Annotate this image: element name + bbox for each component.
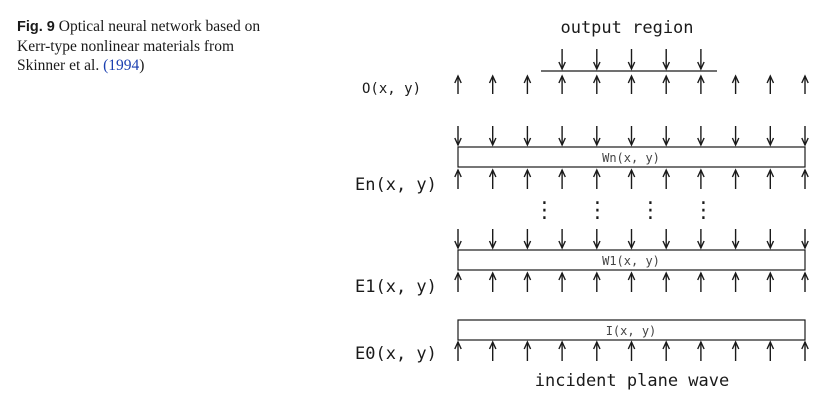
output-region-down-arrow-7 — [697, 49, 705, 71]
incident-up-arrow-4 — [592, 340, 601, 361]
layer-n-up-arrow-1 — [488, 168, 497, 189]
weight-layer-n-label: Wn(x, y) — [602, 151, 660, 165]
incident-plane-wave-label: incident plane wave — [535, 371, 729, 391]
layer-n-up-arrow-7 — [697, 168, 705, 189]
incident-up-arrow-1 — [488, 340, 497, 361]
output-region-down-arrow-3 — [558, 49, 566, 71]
layer-n-up-arrow-8 — [731, 168, 740, 189]
incident-up-arrow-8 — [731, 340, 740, 361]
output-field-label: O(x, y) — [362, 81, 421, 97]
layer-n-down-arrow-4 — [592, 126, 601, 147]
citation-year-link[interactable]: 1994 — [108, 57, 140, 74]
output-up-arrow-9 — [766, 74, 775, 94]
arrow-rows — [454, 49, 809, 361]
layer-1-down-arrow-8 — [731, 229, 740, 250]
layer-n-down-arrow-6 — [662, 126, 671, 147]
layer-1-up-arrow-5 — [627, 271, 636, 292]
output-region-label: output region — [560, 18, 693, 38]
caption-text: Optical neural network based on Kerr-typ… — [17, 18, 261, 74]
weight-layer-1-label: W1(x, y) — [602, 254, 660, 268]
layer-1-down-arrow-6 — [662, 229, 671, 250]
layer-1-down-arrow-3 — [558, 229, 566, 250]
layer-1-up-arrow-3 — [558, 271, 566, 292]
output-up-arrow-6 — [662, 74, 671, 94]
output-up-arrow-3 — [558, 74, 566, 94]
incident-up-arrow-2 — [523, 340, 532, 361]
layer-1-down-arrow-2 — [523, 229, 532, 250]
layer-n-down-arrow-9 — [766, 126, 775, 147]
output-up-arrow-2 — [523, 74, 532, 94]
incident-up-arrow-9 — [766, 340, 775, 361]
weight-layer-n-box — [457, 146, 806, 168]
output-up-arrow-8 — [731, 74, 740, 94]
layer-1-up-arrow-10 — [801, 271, 809, 292]
layer-1-down-arrow-4 — [592, 229, 601, 250]
layer-1-field-label: E1(x, y) — [355, 277, 437, 297]
layer-n-up-arrow-9 — [766, 168, 775, 189]
layer-1-up-arrow-2 — [523, 271, 532, 292]
incident-up-arrow-6 — [662, 340, 671, 361]
layer-n-up-arrow-5 — [627, 168, 636, 189]
layer-1-down-arrow-0 — [454, 229, 462, 250]
incident-up-arrow-0 — [454, 340, 462, 361]
output-region-down-arrow-6 — [662, 49, 671, 71]
layer-1-down-arrow-7 — [697, 229, 705, 250]
layer-ellipsis: ⋮ ⋮ ⋮ ⋮ — [534, 198, 727, 223]
weight-layer-1-box — [457, 249, 806, 271]
layer-1-up-arrow-6 — [662, 271, 671, 292]
layer-1-up-arrow-8 — [731, 271, 740, 292]
output-region-down-arrow-4 — [592, 49, 601, 71]
incident-up-arrow-7 — [697, 340, 705, 361]
layer-1-down-arrow-9 — [766, 229, 775, 250]
layer-1-up-arrow-9 — [766, 271, 775, 292]
figure-caption: Fig. 9 Optical neural network based on K… — [17, 17, 262, 75]
layer-n-up-arrow-6 — [662, 168, 671, 189]
layer-1-up-arrow-0 — [454, 271, 462, 292]
output-up-arrow-7 — [697, 74, 705, 94]
layer-1-up-arrow-4 — [592, 271, 601, 292]
layer-n-down-arrow-8 — [731, 126, 740, 147]
layer-1-down-arrow-1 — [488, 229, 497, 250]
layer-1-down-arrow-10 — [801, 229, 809, 250]
layer-n-down-arrow-7 — [697, 126, 705, 147]
output-up-arrow-0 — [454, 74, 462, 94]
input-layer-label: I(x, y) — [606, 324, 657, 338]
output-up-arrow-10 — [801, 74, 809, 94]
layer-0-field-label: E0(x, y) — [355, 344, 437, 364]
caption-year-close: ) — [139, 57, 145, 74]
layer-n-down-arrow-2 — [523, 126, 532, 147]
layer-1-down-arrow-5 — [627, 229, 636, 250]
layer-n-down-arrow-1 — [488, 126, 497, 147]
output-region-down-arrow-5 — [627, 49, 636, 71]
incident-up-arrow-3 — [558, 340, 566, 361]
layer-n-up-arrow-0 — [454, 168, 462, 189]
output-up-arrow-4 — [592, 74, 601, 94]
caption-year-open: ( — [103, 57, 109, 74]
layer-n-down-arrow-10 — [801, 126, 809, 147]
layer-n-up-arrow-2 — [523, 168, 532, 189]
incident-up-arrow-10 — [801, 340, 809, 361]
layer-n-down-arrow-5 — [627, 126, 636, 147]
layer-n-down-arrow-3 — [558, 126, 566, 147]
layer-1-up-arrow-7 — [697, 271, 705, 292]
layer-n-down-arrow-0 — [454, 126, 462, 147]
layer-n-field-label: En(x, y) — [355, 175, 437, 195]
layer-1-up-arrow-1 — [488, 271, 497, 292]
layer-n-up-arrow-3 — [558, 168, 566, 189]
figure-label: Fig. 9 — [17, 19, 55, 35]
input-layer-box — [457, 319, 806, 341]
incident-up-arrow-5 — [627, 340, 636, 361]
output-up-arrow-5 — [627, 74, 636, 94]
layer-n-up-arrow-10 — [801, 168, 809, 189]
layer-n-up-arrow-4 — [592, 168, 601, 189]
output-up-arrow-1 — [488, 74, 497, 94]
